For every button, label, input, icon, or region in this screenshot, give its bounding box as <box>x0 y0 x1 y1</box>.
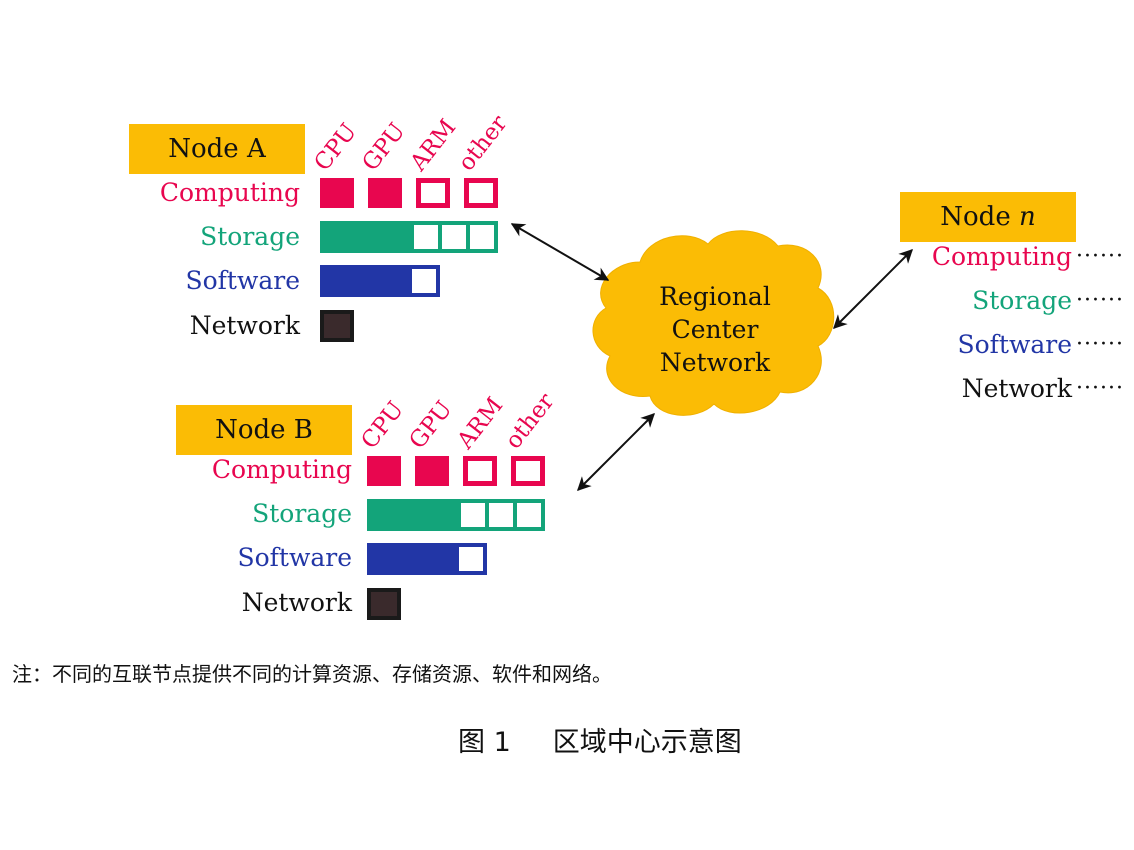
network-square <box>367 588 401 620</box>
node-b-title: Node B <box>176 405 352 455</box>
cpu-slot <box>320 178 354 208</box>
storage-bar <box>320 221 498 253</box>
software-label: Software <box>237 543 352 572</box>
computing-label: Computing <box>159 178 300 207</box>
software-label: Software <box>957 330 1072 359</box>
storage-ellipsis: ······ <box>1076 288 1124 313</box>
arm-slot <box>463 456 497 486</box>
regional-center-label: Regional Center Network <box>640 280 790 379</box>
storage-label: Storage <box>972 286 1072 315</box>
node-n-title-prefix: Node <box>940 202 1019 232</box>
cpu-slot <box>367 456 401 486</box>
network-label: Network <box>189 311 300 340</box>
software-label: Software <box>185 266 300 295</box>
arrow-cloud-node-n <box>833 249 913 329</box>
arrow-node-b-cloud <box>577 413 655 491</box>
software-ellipsis: ······ <box>1076 332 1124 357</box>
cloud-line-3: Network <box>659 348 771 377</box>
software-bar <box>367 543 487 575</box>
software-free-cell <box>412 269 436 293</box>
regional-cloud-shape <box>592 230 835 416</box>
other-slot <box>464 178 498 208</box>
storage-free-cell <box>461 503 485 527</box>
node-n-title: Node n <box>900 192 1076 242</box>
figure-title: 区域中心示意图 <box>552 727 742 758</box>
gpu-slot <box>415 456 449 486</box>
arrow-node-a-cloud <box>510 223 610 281</box>
network-label: Network <box>961 374 1072 403</box>
node-a-title: Node A <box>129 124 305 174</box>
node-n-title-var: n <box>1018 202 1036 232</box>
storage-label: Storage <box>252 499 352 528</box>
arm-slot <box>416 178 450 208</box>
other-slot <box>511 456 545 486</box>
storage-free-cell <box>414 225 438 249</box>
computing-ellipsis: ······ <box>1076 244 1124 269</box>
storage-free-cell <box>442 225 466 249</box>
storage-free-cell <box>470 225 494 249</box>
network-label: Network <box>241 588 352 617</box>
figure-caption: 图 1 区域中心示意图 <box>458 720 742 759</box>
computing-label: Computing <box>931 242 1072 271</box>
storage-label: Storage <box>200 222 300 251</box>
software-free-cell <box>459 547 483 571</box>
computing-label: Computing <box>211 455 352 484</box>
network-ellipsis: ······ <box>1076 376 1124 401</box>
figure-note: 注：不同的互联节点提供不同的计算资源、存储资源、软件和网络。 <box>12 662 612 686</box>
storage-bar <box>367 499 545 531</box>
figure-number: 图 1 <box>458 727 511 758</box>
cloud-line-1: Regional <box>659 282 771 311</box>
network-square <box>320 310 354 342</box>
gpu-slot <box>368 178 402 208</box>
storage-free-cell <box>489 503 513 527</box>
cloud-line-2: Center <box>671 315 759 344</box>
software-bar <box>320 265 440 297</box>
storage-free-cell <box>517 503 541 527</box>
